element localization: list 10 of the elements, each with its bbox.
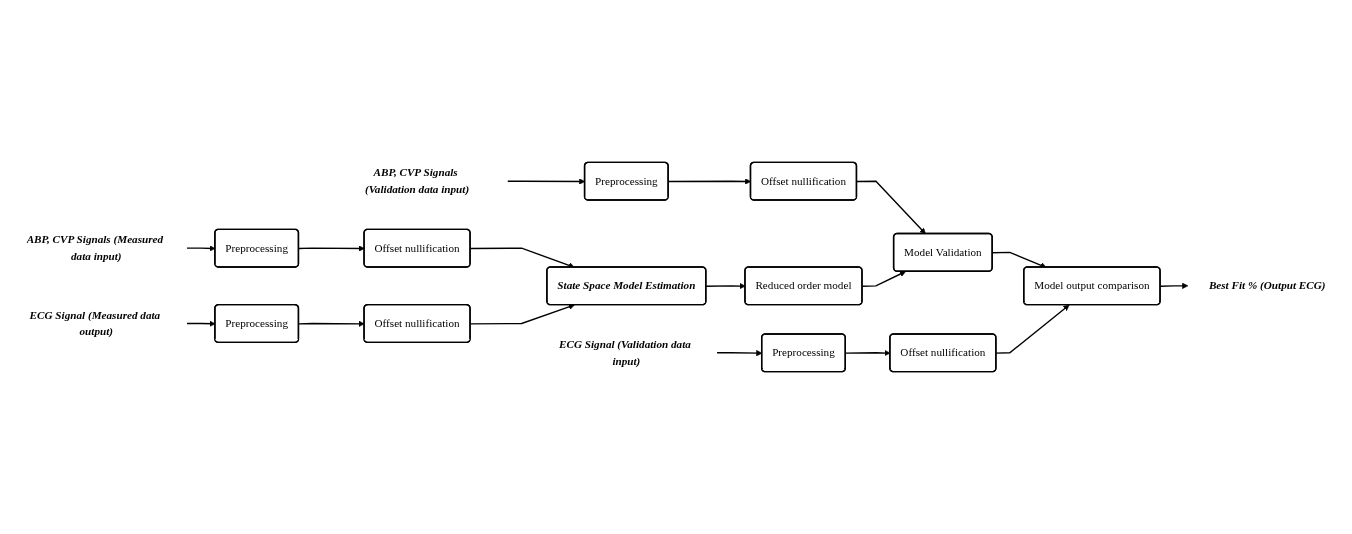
arrow bbox=[856, 180, 926, 235]
arrow bbox=[298, 245, 365, 252]
node-text: ABP, CVP Signals (Validation data input) bbox=[364, 166, 470, 196]
arrow bbox=[861, 271, 906, 287]
node-text: Best Fit % (Output ECG) bbox=[1208, 279, 1326, 292]
arrow bbox=[298, 320, 365, 327]
node-text: ECG Signal (Measured data output) bbox=[29, 308, 161, 338]
node-text: ABP, CVP Signals (Measured data input) bbox=[26, 233, 164, 263]
node-text: ECG Signal (Validation data input) bbox=[559, 338, 691, 367]
arrow bbox=[995, 304, 1070, 354]
